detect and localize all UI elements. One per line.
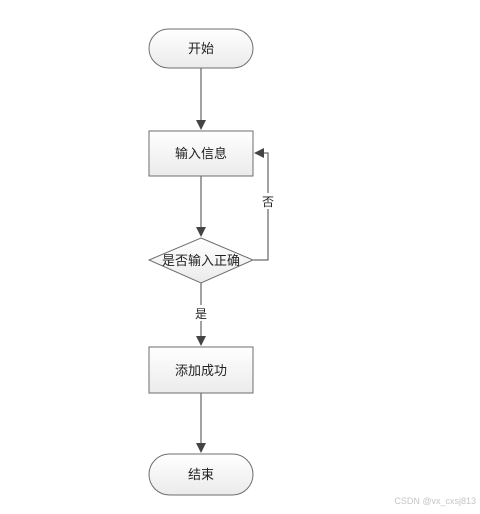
no-label: 否 (262, 195, 274, 209)
success-node-label: 添加成功 (175, 364, 227, 379)
yes-label: 是 (195, 307, 207, 321)
decision-node-label: 是否输入正确 (162, 253, 240, 269)
end-node (148, 453, 254, 496)
decision-node (147, 237, 255, 284)
start-node-label: 开始 (188, 42, 214, 57)
input-node-label: 输入信息 (175, 146, 227, 162)
success-node (148, 346, 254, 394)
start-node (148, 28, 254, 69)
yes-label-bg (194, 305, 208, 321)
watermark: CSDN @vx_cxsj813 (394, 496, 476, 506)
input-node (148, 130, 254, 177)
no-label-bg (261, 193, 275, 209)
end-node-label: 结束 (188, 468, 214, 483)
